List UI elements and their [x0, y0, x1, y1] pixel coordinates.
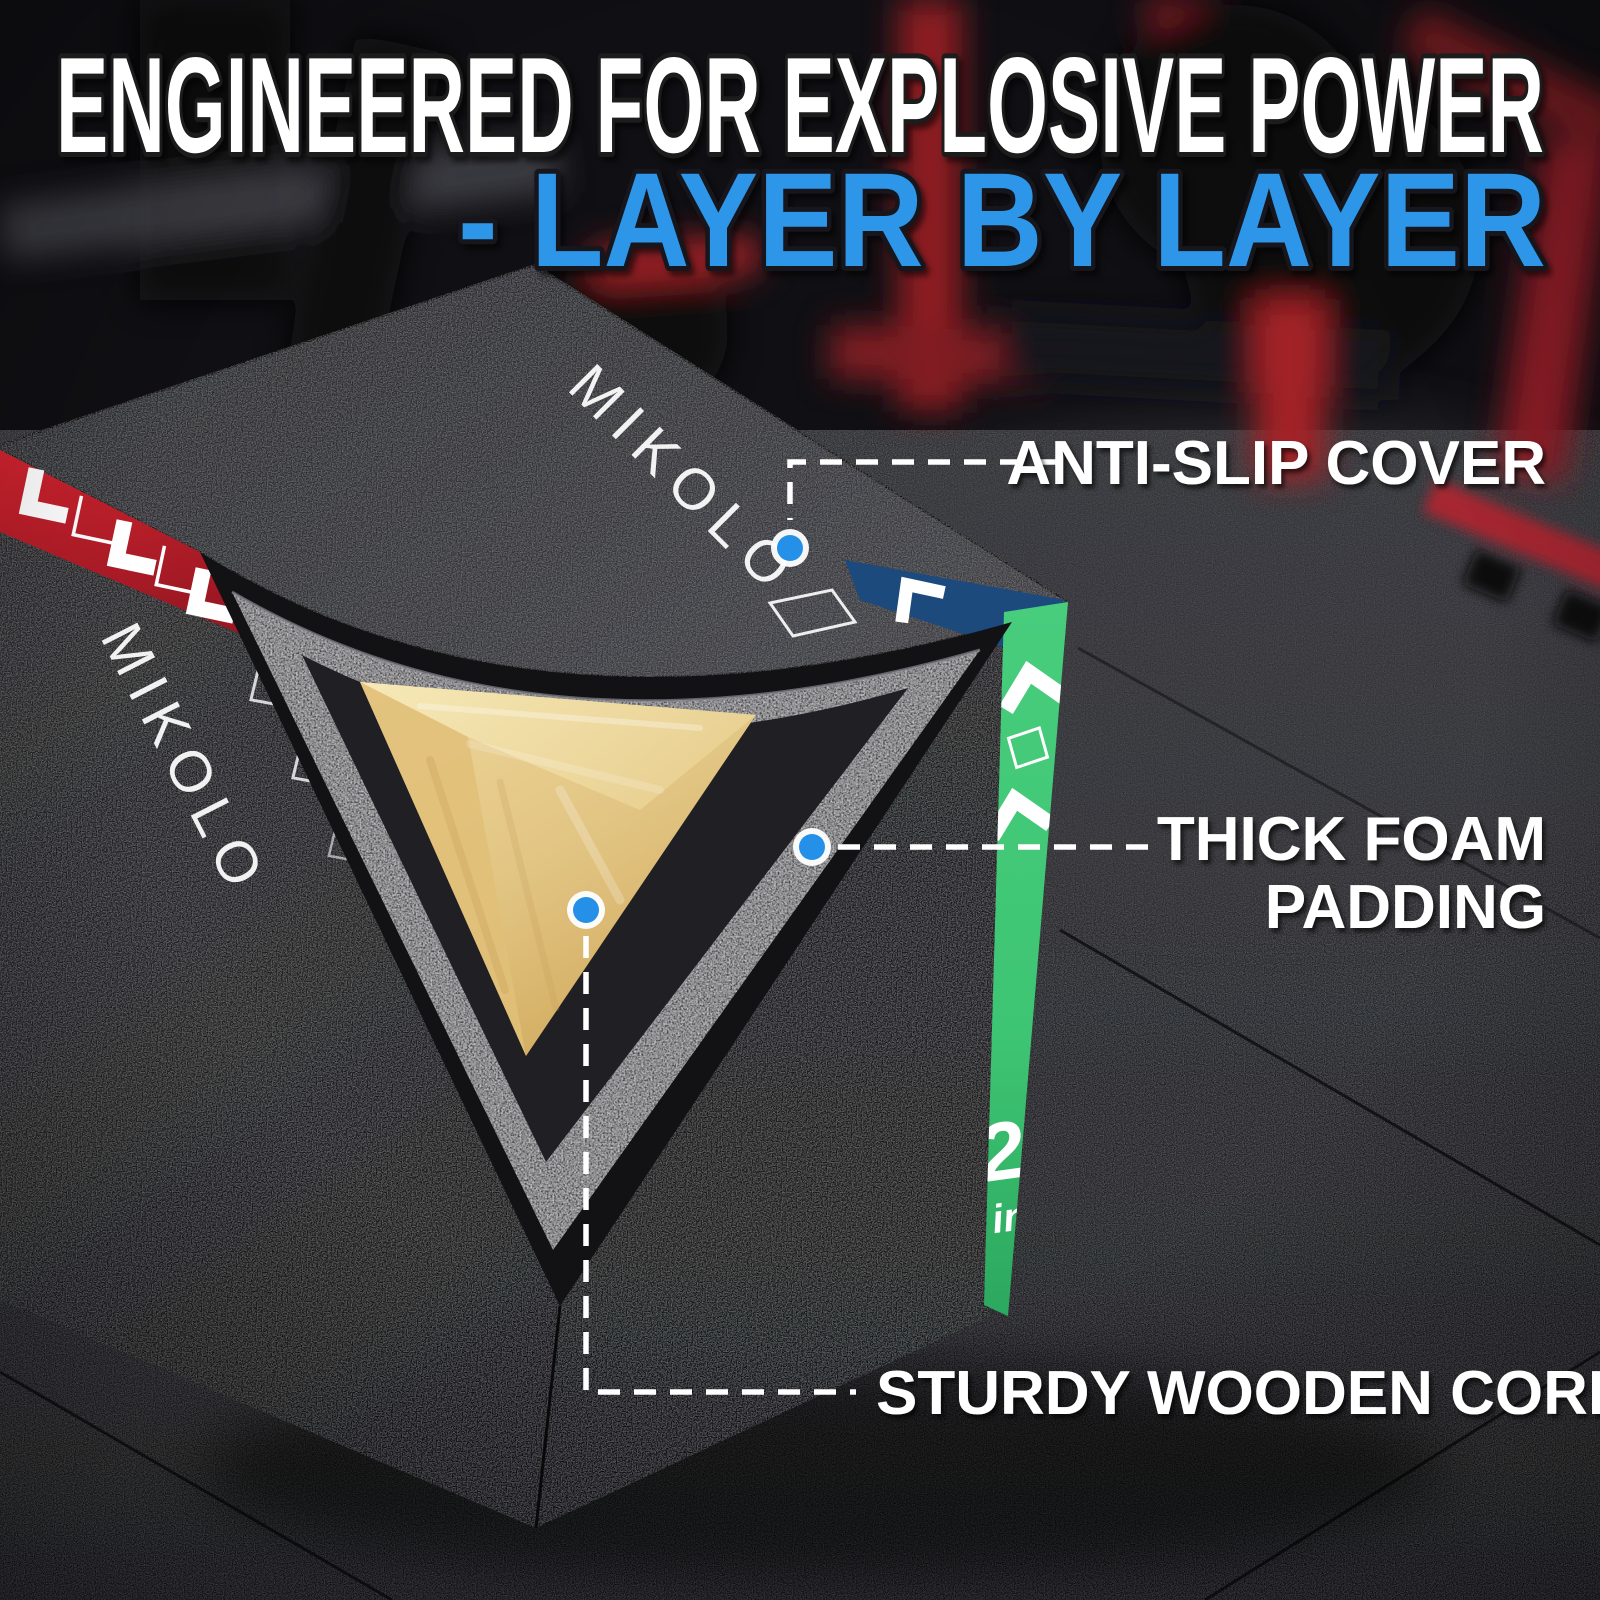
callout-anti-slip-label: ANTI-SLIP COVER	[1006, 429, 1546, 498]
headline-line2: - LAYER BY LAYER	[458, 146, 1546, 295]
callout-wood-label: STURDY WOODEN CORE	[876, 1359, 1600, 1428]
wood-marker-dot-icon	[573, 897, 599, 923]
callout-labels: ANTI-SLIP COVER THICK FOAM PADDING STURD…	[876, 429, 1600, 1428]
leader-wood	[583, 936, 856, 1395]
headline-line1: ENGINEERED FOR EXPLOSIVE POWER	[56, 29, 1544, 181]
foam-marker-dot-icon	[799, 834, 825, 860]
headline: ENGINEERED FOR EXPLOSIVE POWER - LAYER B…	[51, 24, 1551, 300]
anti-slip-marker-dot-icon	[777, 535, 803, 561]
callout-foam-label-line2: PADDING	[1265, 873, 1546, 942]
leader-lines	[583, 459, 1160, 1395]
marker-dots	[567, 529, 831, 929]
leader-anti-slip	[787, 459, 1058, 520]
callout-foam-label-line1: THICK FOAM	[1157, 805, 1546, 874]
